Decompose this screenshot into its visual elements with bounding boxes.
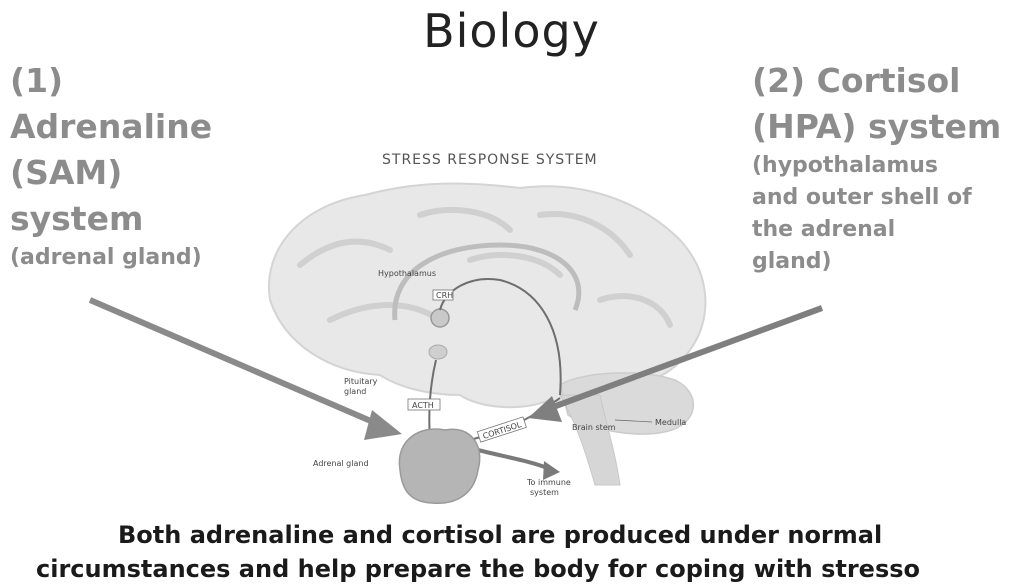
pituitary-label-2: gland bbox=[344, 387, 366, 396]
medulla-label: Medulla bbox=[655, 418, 686, 427]
pituitary-label-1: Pituitary bbox=[344, 377, 378, 386]
caption: Both adrenaline and cortisol are produce… bbox=[0, 518, 1023, 586]
immune-label-2: system bbox=[530, 488, 559, 497]
immune-pathway bbox=[478, 450, 552, 470]
hypothalamus-node bbox=[431, 309, 449, 327]
caption-line-2: circumstances and help prepare the body … bbox=[0, 552, 1023, 586]
sam-arrowhead bbox=[364, 410, 402, 440]
cortisol-label: CORTISOL bbox=[482, 420, 523, 441]
adrenal-gland bbox=[399, 429, 479, 503]
adrenal-gland-label: Adrenal gland bbox=[313, 459, 369, 468]
hypothalamus-label: Hypothalamus bbox=[378, 269, 436, 278]
acth-label: ACTH bbox=[412, 401, 434, 410]
brain-stem-label: Brain stem bbox=[572, 423, 616, 432]
pituitary-node bbox=[429, 345, 447, 359]
crh-label: CRH bbox=[436, 291, 453, 300]
caption-line-1: Both adrenaline and cortisol are produce… bbox=[0, 518, 1023, 552]
immune-label-1: To immune bbox=[526, 478, 571, 487]
